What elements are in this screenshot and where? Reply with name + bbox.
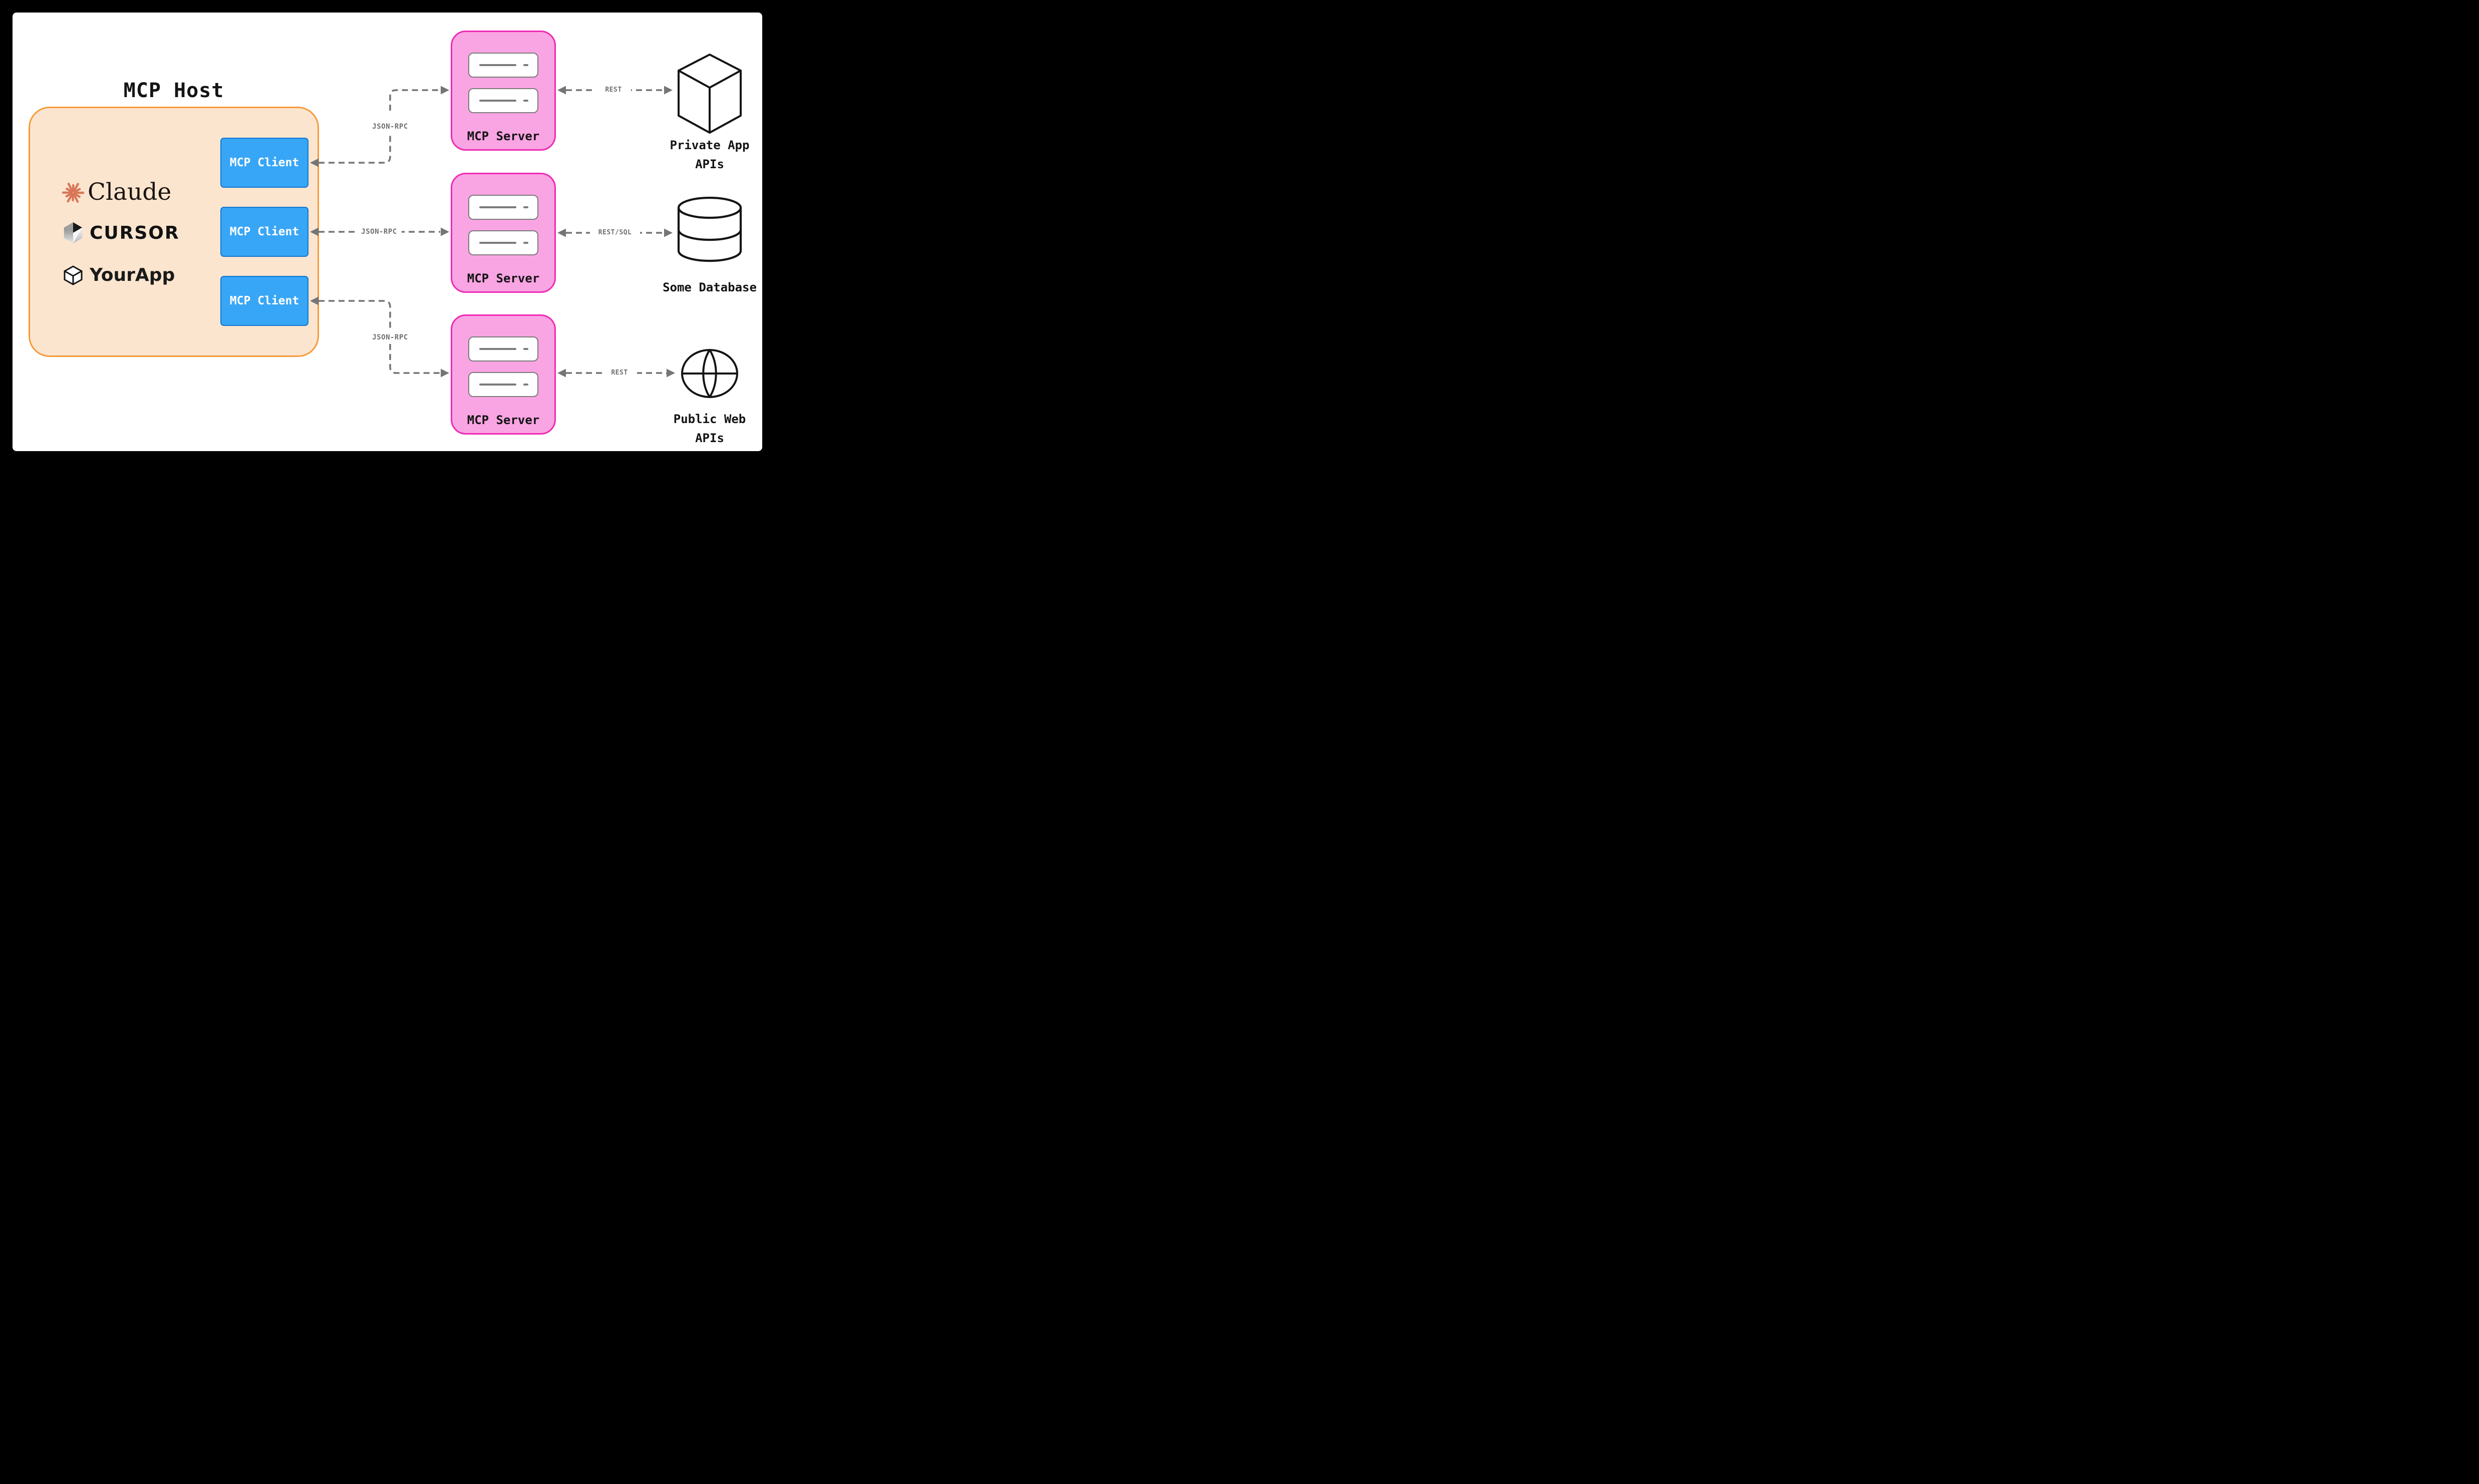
server-rack-icon (468, 230, 538, 255)
mcp-server-label: MCP Server (467, 413, 540, 427)
server-rack-icon (468, 88, 538, 113)
mcp-client-label: MCP Client (229, 294, 299, 307)
cube-icon (676, 52, 744, 136)
server-rack-icon (468, 195, 538, 220)
json-rpc-label-1: JSON-RPC (368, 122, 413, 131)
mcp-server-box-3: MCP Server (451, 314, 556, 435)
globe-icon (680, 348, 739, 399)
rest-label-2: REST (602, 368, 637, 378)
claude-wordmark: Claude (88, 178, 172, 206)
external-name-public-web: Public Web APIs (673, 412, 746, 445)
cursor-cube-icon (62, 222, 84, 244)
server-rack-icon (468, 336, 538, 361)
diagram-canvas: MCP Host Claude (13, 13, 762, 451)
mcp-server-label: MCP Server (467, 129, 540, 143)
rest-sql-label: REST/SQL (590, 228, 640, 237)
external-name-private-app: Private App APIs (670, 138, 750, 171)
mcp-client-box-1: MCP Client (220, 138, 308, 188)
mcp-client-box-3: MCP Client (220, 276, 308, 326)
json-rpc-label-2: JSON-RPC (357, 227, 402, 236)
yourapp-box-icon (63, 265, 83, 285)
json-rpc-label-3: JSON-RPC (368, 333, 413, 342)
mcp-server-box-1: MCP Server (451, 31, 556, 151)
yourapp-wordmark: YourApp (90, 265, 175, 285)
rest-label-1: REST (596, 86, 631, 95)
server-rack-icon (468, 372, 538, 397)
mcp-host-title: MCP Host (123, 79, 224, 102)
cursor-wordmark: CURSOR (90, 223, 180, 243)
mcp-client-box-2: MCP Client (220, 207, 308, 257)
mcp-server-label: MCP Server (467, 271, 540, 285)
mcp-client-label: MCP Client (229, 225, 299, 238)
claude-starburst-icon (61, 181, 85, 205)
mcp-client-label: MCP Client (229, 156, 299, 169)
external-name-some-database: Some Database (663, 280, 757, 294)
server-rack-icon (468, 53, 538, 78)
database-cylinder-icon (675, 196, 745, 264)
mcp-server-box-2: MCP Server (451, 173, 556, 293)
